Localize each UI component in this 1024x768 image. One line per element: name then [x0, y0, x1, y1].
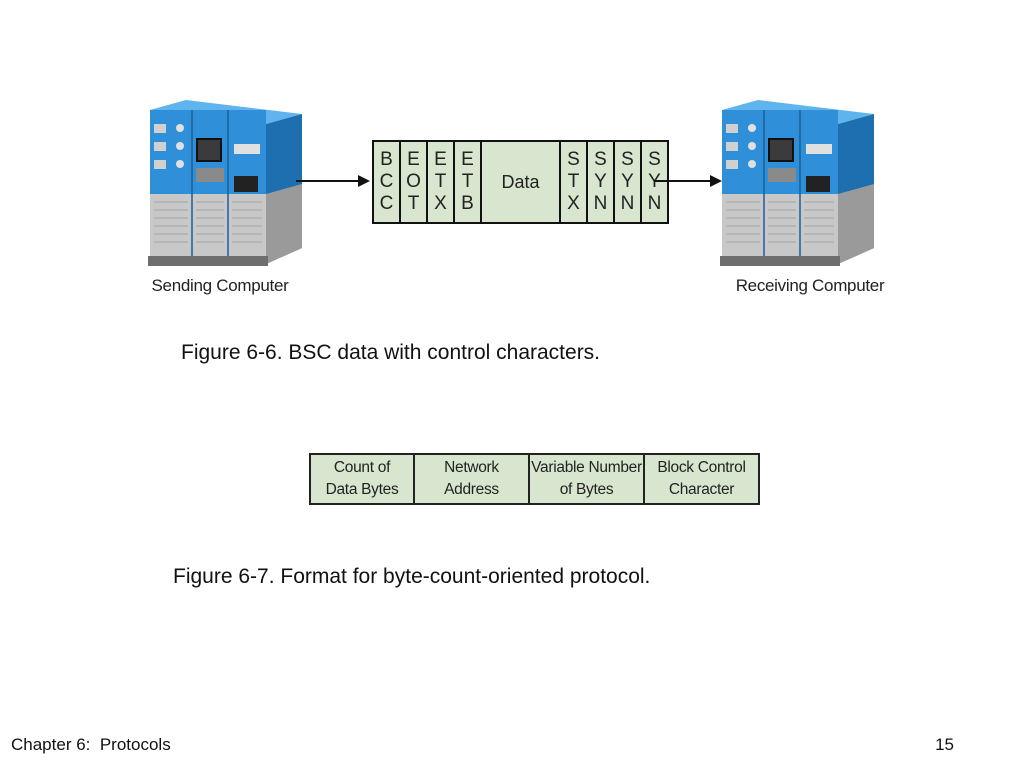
frame-field-etx: E T X — [428, 142, 455, 222]
footer-page-number: 15 — [935, 735, 954, 754]
bsc-frame: B C C E O T E T X E T B Data — [372, 140, 669, 224]
format-field-count: Count of Data Bytes — [311, 455, 415, 503]
frame-field-data: Data — [482, 142, 561, 222]
receiving-computer-icon — [716, 98, 878, 270]
footer-chapter: Chapter 6: Protocols — [11, 735, 171, 754]
format-field-block-control: Block Control Character — [657, 459, 746, 498]
sending-computer-label: Sending Computer — [151, 276, 289, 295]
format-field-network-address: Network Address — [415, 455, 530, 503]
bsc-diagram: B C C E O T E T X E T B Data — [140, 90, 900, 310]
frame-field-bcc: B C C — [374, 142, 401, 222]
figure-6-6-caption: Figure 6-6. BSC data with control charac… — [181, 341, 601, 364]
frame-field-syn: S Y N — [615, 142, 642, 222]
arrow-to-receiver — [654, 175, 722, 187]
frame-field-syn: S Y N — [647, 149, 662, 214]
frame-field-eot: E O T — [401, 142, 428, 222]
byte-count-format: Count of Data Bytes Network Address Vari… — [309, 453, 760, 505]
frame-field-etb: E T B — [455, 142, 482, 222]
receiving-computer-label: Receiving Computer — [735, 276, 885, 295]
sending-computer-icon — [144, 98, 306, 270]
arrow-to-frame — [296, 175, 370, 187]
frame-field-syn: S Y N — [588, 142, 615, 222]
format-field-variable-bytes: Variable Number of Bytes — [530, 455, 645, 503]
figure-6-7-caption: Figure 6-7. Format for byte-count-orient… — [173, 565, 651, 588]
frame-field-stx: S T X — [561, 142, 588, 222]
